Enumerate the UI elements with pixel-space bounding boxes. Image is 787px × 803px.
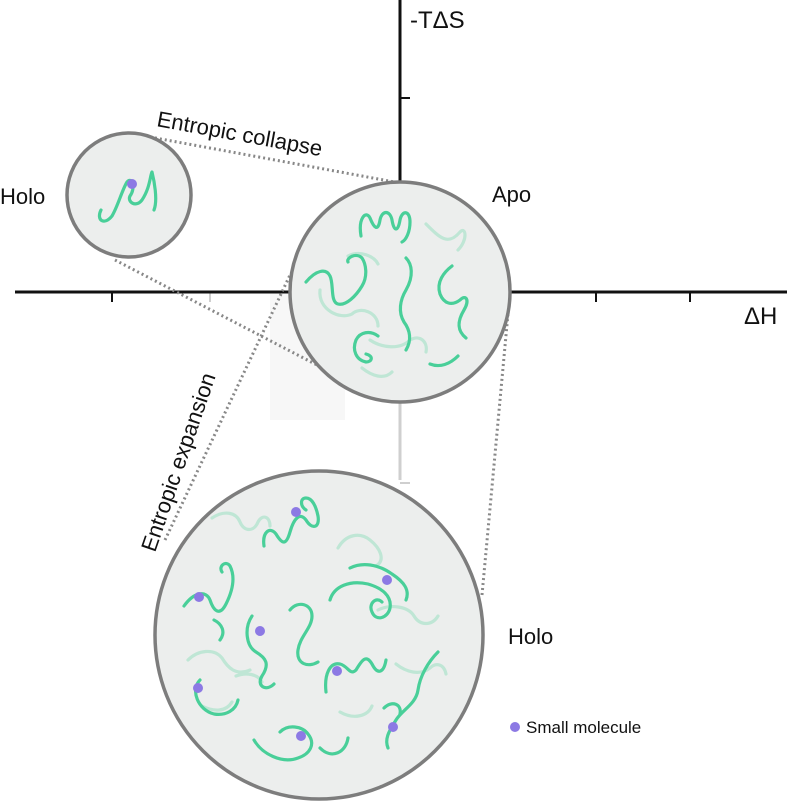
protein-chain bbox=[182, 561, 235, 642]
small-molecule-dot bbox=[291, 507, 301, 517]
faint-chain bbox=[424, 222, 467, 252]
protein-chain bbox=[352, 330, 380, 364]
apo-label: Apo bbox=[492, 182, 531, 207]
protein-chain bbox=[398, 256, 413, 352]
legend-small-molecule-label: Small molecule bbox=[526, 718, 641, 737]
faint-chain bbox=[360, 366, 394, 378]
faint-chain bbox=[394, 662, 448, 676]
small-molecule-dot bbox=[296, 731, 306, 741]
y-axis-label: -TΔS bbox=[410, 7, 465, 34]
protein-chain bbox=[437, 264, 469, 340]
protein-chain bbox=[97, 170, 158, 223]
legend: Small molecule bbox=[510, 718, 641, 737]
protein-chain bbox=[288, 602, 320, 667]
protein-chain bbox=[262, 496, 320, 548]
faint-chain bbox=[210, 511, 272, 532]
faint-chain bbox=[346, 251, 380, 266]
small-molecule-dot bbox=[388, 722, 398, 732]
legend-small-molecule-icon bbox=[510, 722, 520, 732]
protein-chain bbox=[324, 657, 388, 694]
small-molecule-dot bbox=[194, 592, 204, 602]
small-molecule-dot bbox=[255, 626, 265, 636]
holo-large-label: Holo bbox=[508, 624, 553, 649]
holo-small-label: Holo bbox=[0, 184, 45, 209]
holo-large-circle bbox=[153, 469, 485, 801]
small-molecule-dot bbox=[382, 575, 392, 585]
collapse-connector-top bbox=[149, 135, 401, 185]
small-molecule-dot bbox=[127, 179, 137, 189]
protein-chain bbox=[428, 354, 460, 368]
faint-chain bbox=[338, 704, 374, 718]
faint-chain bbox=[336, 533, 383, 568]
holo-large-circle-group: Holo bbox=[153, 469, 553, 801]
apo-circle-group: Apo bbox=[288, 180, 531, 404]
faint-chain bbox=[318, 288, 380, 328]
protein-chain bbox=[304, 253, 368, 306]
small-molecule-dot bbox=[193, 683, 203, 693]
expansion-connector-right bbox=[480, 291, 512, 596]
connector-lines bbox=[114, 135, 512, 596]
protein-chain bbox=[358, 210, 412, 244]
protein-chain bbox=[245, 614, 276, 690]
faint-chain bbox=[186, 649, 252, 674]
protein-chain bbox=[385, 650, 440, 750]
protein-chain bbox=[328, 563, 409, 620]
faint-chain bbox=[200, 700, 234, 712]
collapse-connector-bottom bbox=[114, 258, 341, 379]
protein-chain bbox=[382, 702, 402, 716]
holo-small-circle-group: Holo bbox=[0, 131, 193, 259]
x-axis-label: ΔH bbox=[744, 303, 777, 330]
small-molecule-dot bbox=[332, 666, 342, 676]
expansion-connector-left bbox=[163, 274, 292, 541]
